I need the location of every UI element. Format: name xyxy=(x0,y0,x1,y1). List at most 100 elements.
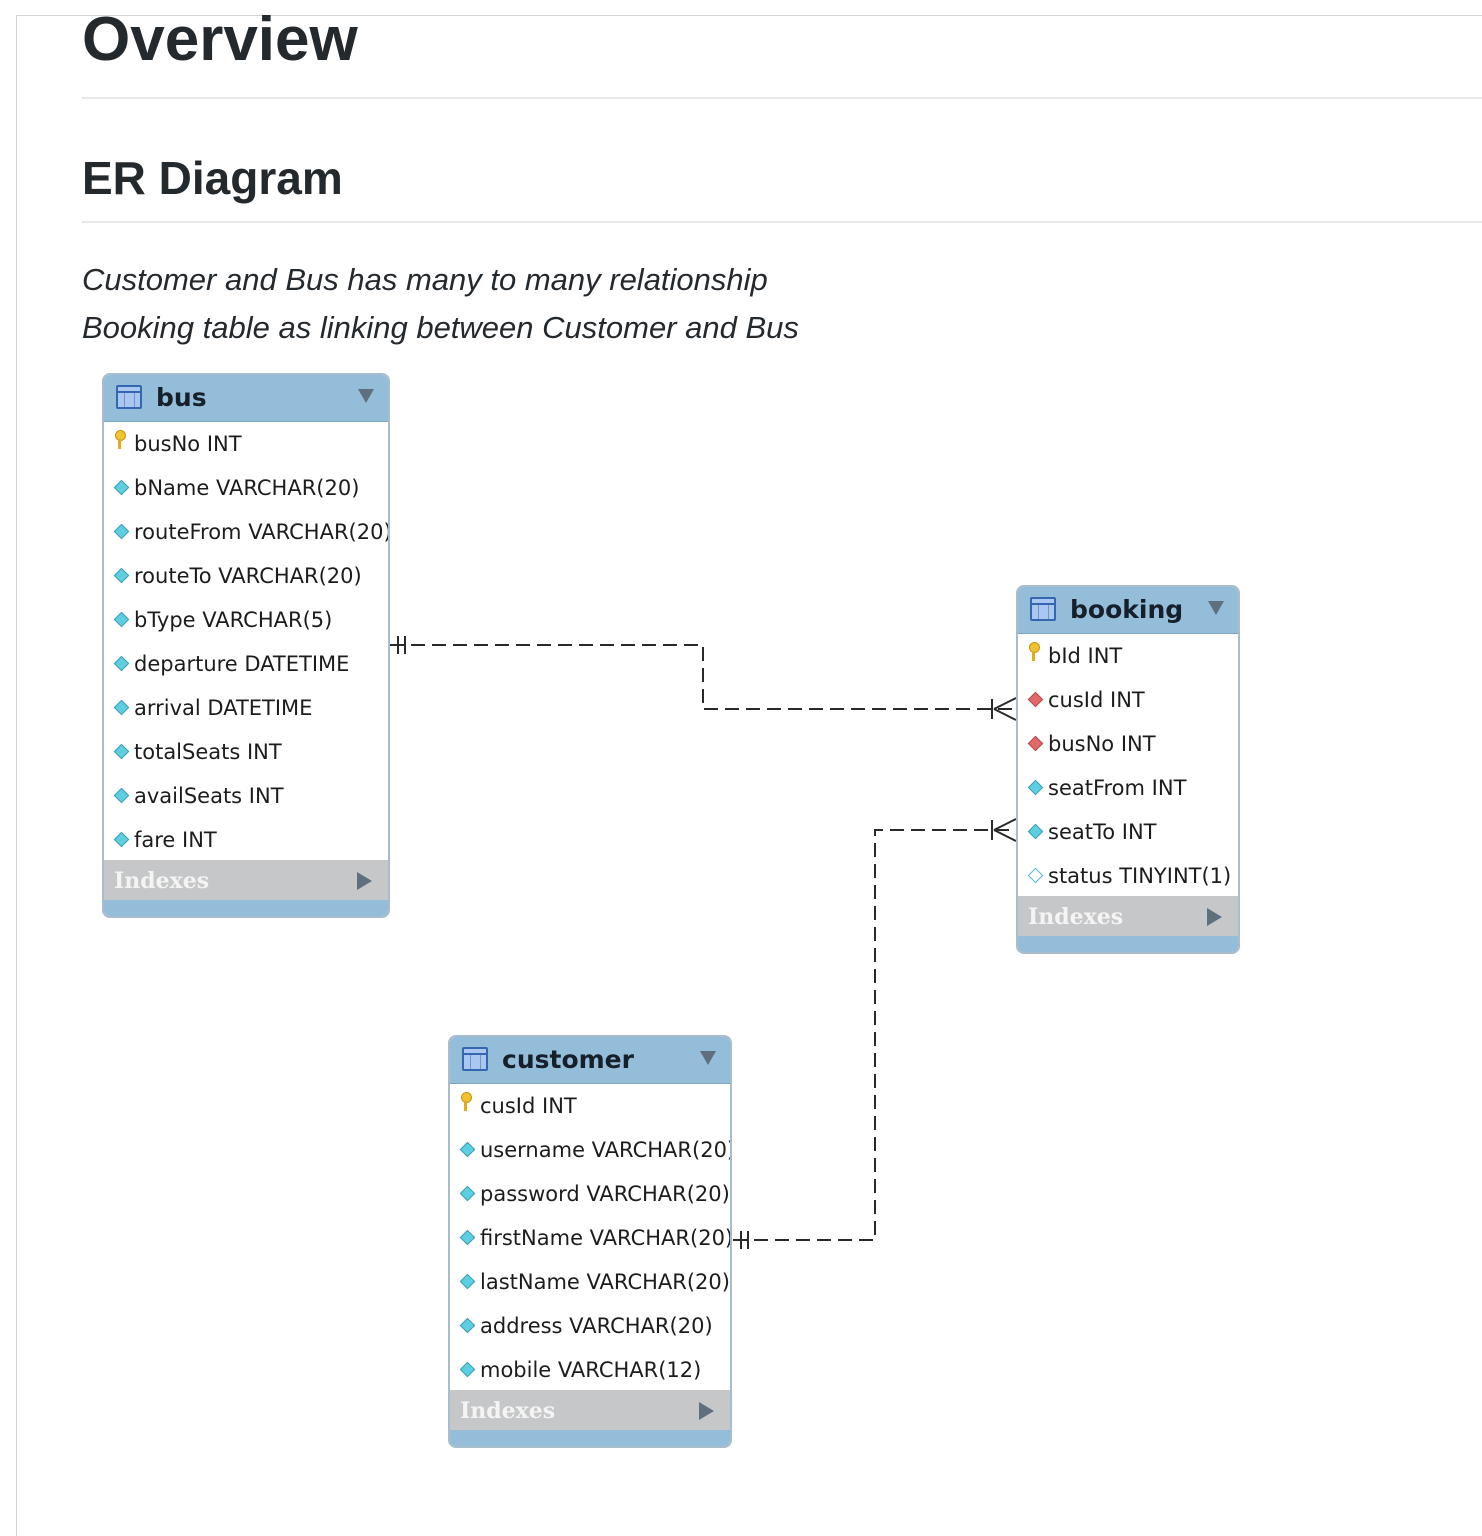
table-customer[interactable]: customer cusId INT username VARCHAR(20) … xyxy=(448,1035,732,1448)
collapse-caret-icon[interactable] xyxy=(1208,601,1224,615)
column-diamond-icon xyxy=(114,832,128,846)
column-row[interactable]: cusId INT xyxy=(1018,678,1238,722)
column-row[interactable]: bType VARCHAR(5) xyxy=(104,598,388,642)
column-diamond-icon xyxy=(114,524,128,538)
booking-crowfoot-1b xyxy=(993,708,1017,721)
column-label: address VARCHAR(20) xyxy=(480,1314,713,1338)
column-row[interactable]: username VARCHAR(20) xyxy=(450,1128,730,1172)
nullable-column-icon xyxy=(1028,868,1042,882)
column-label: bType VARCHAR(5) xyxy=(134,608,333,632)
table-booking-columns: bId INT cusId INT busNo INT seatFrom INT… xyxy=(1018,634,1238,898)
column-label: busNo INT xyxy=(134,432,242,456)
frame-left-border xyxy=(16,15,17,1536)
table-bus-indexes[interactable]: Indexes xyxy=(104,860,388,902)
page-title: Overview xyxy=(82,5,358,74)
column-row[interactable]: busNo INT xyxy=(104,422,388,466)
primary-key-icon xyxy=(1028,642,1040,662)
column-row[interactable]: password VARCHAR(20) xyxy=(450,1172,730,1216)
column-label: lastName VARCHAR(20) xyxy=(480,1270,730,1294)
column-row[interactable]: address VARCHAR(20) xyxy=(450,1304,730,1348)
table-customer-header[interactable]: customer xyxy=(450,1037,730,1084)
column-label: cusId INT xyxy=(480,1094,577,1118)
frame-top-border xyxy=(16,15,1482,16)
table-bus-columns: busNo INT bName VARCHAR(20) routeFrom VA… xyxy=(104,422,388,862)
table-bus-header[interactable]: bus xyxy=(104,375,388,422)
column-label: bName VARCHAR(20) xyxy=(134,476,360,500)
column-row[interactable]: bId INT xyxy=(1018,634,1238,678)
column-diamond-icon xyxy=(114,700,128,714)
column-row[interactable]: departure DATETIME xyxy=(104,642,388,686)
column-diamond-icon xyxy=(460,1230,474,1244)
table-bus-name: bus xyxy=(156,383,207,412)
column-diamond-icon xyxy=(1028,824,1042,838)
foreign-key-icon xyxy=(1028,736,1042,750)
booking-crowfoot-2b xyxy=(993,829,1017,842)
table-booking-indexes[interactable]: Indexes xyxy=(1018,896,1238,938)
column-diamond-icon xyxy=(460,1186,474,1200)
column-row[interactable]: routeFrom VARCHAR(20) xyxy=(104,510,388,554)
column-row[interactable]: busNo INT xyxy=(1018,722,1238,766)
column-row[interactable]: bName VARCHAR(20) xyxy=(104,466,388,510)
column-row[interactable]: seatFrom INT xyxy=(1018,766,1238,810)
indexes-label: Indexes xyxy=(114,868,210,894)
table-booking[interactable]: booking bId INT cusId INT busNo INT seat… xyxy=(1016,585,1240,954)
table-booking-bottom-bar xyxy=(1018,936,1238,952)
table-customer-name: customer xyxy=(502,1045,634,1074)
column-row[interactable]: mobile VARCHAR(12) xyxy=(450,1348,730,1392)
column-diamond-icon xyxy=(460,1274,474,1288)
description-line-2: Booking table as linking between Custome… xyxy=(82,310,799,345)
collapse-caret-icon[interactable] xyxy=(358,389,374,403)
table-icon xyxy=(462,1047,488,1071)
description-line-1: Customer and Bus has many to many relati… xyxy=(82,262,768,297)
column-row[interactable]: availSeats INT xyxy=(104,774,388,818)
section-divider xyxy=(82,221,1482,223)
column-diamond-icon xyxy=(114,656,128,670)
column-diamond-icon xyxy=(114,788,128,802)
column-row[interactable]: firstName VARCHAR(20) xyxy=(450,1216,730,1260)
booking-crowfoot-2a xyxy=(993,818,1017,831)
table-booking-header[interactable]: booking xyxy=(1018,587,1238,634)
primary-key-icon xyxy=(114,430,126,450)
table-customer-indexes[interactable]: Indexes xyxy=(450,1390,730,1432)
relationship-customer-booking xyxy=(733,829,1016,1241)
column-row[interactable]: routeTo VARCHAR(20) xyxy=(104,554,388,598)
column-label: status TINYINT(1) xyxy=(1048,864,1232,888)
column-label: departure DATETIME xyxy=(134,652,350,676)
column-label: seatTo INT xyxy=(1048,820,1157,844)
column-label: seatFrom INT xyxy=(1048,776,1187,800)
column-row[interactable]: arrival DATETIME xyxy=(104,686,388,730)
expand-arrow-icon[interactable] xyxy=(357,872,372,890)
column-row[interactable]: cusId INT xyxy=(450,1084,730,1128)
column-row[interactable]: status TINYINT(1) xyxy=(1018,854,1238,898)
table-icon xyxy=(116,385,142,409)
column-label: busNo INT xyxy=(1048,732,1156,756)
column-row[interactable]: totalSeats INT xyxy=(104,730,388,774)
table-icon xyxy=(1030,597,1056,621)
table-bus[interactable]: bus busNo INT bName VARCHAR(20) routeFro… xyxy=(102,373,390,918)
relationship-bus-booking xyxy=(390,644,1016,710)
column-label: firstName VARCHAR(20) xyxy=(480,1226,732,1250)
booking-crowfoot-1a xyxy=(993,697,1017,710)
expand-arrow-icon[interactable] xyxy=(1207,908,1222,926)
table-booking-name: booking xyxy=(1070,595,1184,624)
column-diamond-icon xyxy=(114,612,128,626)
column-label: mobile VARCHAR(12) xyxy=(480,1358,702,1382)
collapse-caret-icon[interactable] xyxy=(700,1051,716,1065)
primary-key-icon xyxy=(460,1092,472,1112)
column-diamond-icon xyxy=(460,1142,474,1156)
column-diamond-icon xyxy=(1028,780,1042,794)
title-divider xyxy=(82,97,1482,99)
column-row[interactable]: fare INT xyxy=(104,818,388,862)
column-diamond-icon xyxy=(114,568,128,582)
table-customer-columns: cusId INT username VARCHAR(20) password … xyxy=(450,1084,730,1392)
column-label: password VARCHAR(20) xyxy=(480,1182,730,1206)
section-heading: ER Diagram xyxy=(82,152,343,204)
column-row[interactable]: lastName VARCHAR(20) xyxy=(450,1260,730,1304)
expand-arrow-icon[interactable] xyxy=(699,1402,714,1420)
column-label: cusId INT xyxy=(1048,688,1145,712)
indexes-label: Indexes xyxy=(1028,904,1124,930)
column-row[interactable]: seatTo INT xyxy=(1018,810,1238,854)
column-label: availSeats INT xyxy=(134,784,284,808)
